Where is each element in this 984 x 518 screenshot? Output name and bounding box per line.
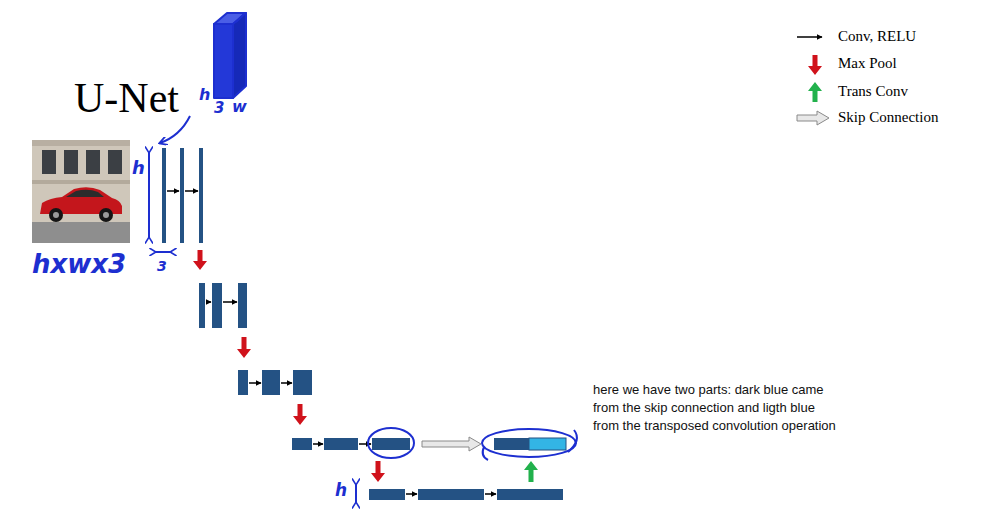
window xyxy=(64,150,78,174)
volume-front xyxy=(214,24,233,98)
conv-arrow xyxy=(185,190,198,192)
diagram-title: U-Net xyxy=(74,74,179,122)
volume-side xyxy=(233,13,246,98)
road xyxy=(32,222,130,243)
legend-maxpool-sample xyxy=(808,55,822,75)
window xyxy=(86,150,100,174)
feature-map xyxy=(199,148,203,243)
block-arrows xyxy=(193,250,538,482)
hub xyxy=(103,212,109,218)
feature-map xyxy=(494,438,529,450)
height-arrow xyxy=(355,484,357,503)
conv-arrow xyxy=(206,301,211,303)
height-arrow xyxy=(148,152,150,238)
conv-arrows xyxy=(167,191,496,494)
dimension-label: h xyxy=(335,481,347,501)
car-window xyxy=(66,190,104,197)
conv-arrow xyxy=(359,443,371,445)
legend-label: Trans Conv xyxy=(838,83,908,100)
feature-map xyxy=(497,489,563,500)
legend-label: Skip Connection xyxy=(838,109,938,126)
building-facade xyxy=(32,140,130,243)
window xyxy=(108,150,122,174)
feature-map xyxy=(212,283,222,328)
conv-arrow xyxy=(249,382,261,384)
input-volume-sketch xyxy=(214,13,246,98)
maxpool-arrow xyxy=(237,337,251,358)
skip-arrow xyxy=(422,437,481,451)
dimension-label: h xyxy=(132,158,145,179)
conv-arrow xyxy=(281,382,292,384)
dimension-label: 3 xyxy=(157,258,167,274)
hand-circle xyxy=(368,428,414,458)
shape-annotation: hxwx3 xyxy=(32,250,126,280)
feature-maps xyxy=(162,148,563,500)
maxpool-arrow xyxy=(193,250,207,270)
dimension-label: w xyxy=(232,98,247,116)
conv-arrow xyxy=(223,301,237,303)
dimension-label: h xyxy=(199,86,210,104)
hand-circle xyxy=(482,429,576,457)
conv-arrow xyxy=(406,493,417,495)
conv-arrow xyxy=(313,443,323,445)
feature-map xyxy=(369,489,405,500)
feature-map xyxy=(262,370,280,395)
maxpool-arrow xyxy=(371,461,385,482)
volume-stroke xyxy=(236,14,244,22)
legend-label: Max Pool xyxy=(838,55,897,72)
car-photo xyxy=(32,140,130,243)
cornice xyxy=(32,140,130,146)
feature-map xyxy=(324,438,358,450)
maxpool-arrow xyxy=(293,404,307,425)
legend-conv-sample xyxy=(797,36,822,38)
hand-stroke xyxy=(568,430,577,452)
wheel xyxy=(99,208,113,222)
legend-skip-sample xyxy=(797,111,829,125)
dimension-label: 3 xyxy=(214,100,224,117)
window xyxy=(42,150,56,174)
ledge xyxy=(32,180,130,184)
feature-map xyxy=(292,438,312,450)
feature-map xyxy=(238,283,247,328)
depth-arrow xyxy=(155,251,171,253)
feature-map xyxy=(293,370,312,395)
legend-transconv-sample xyxy=(808,82,822,102)
wheel xyxy=(49,208,63,222)
feature-map xyxy=(418,489,484,500)
hub xyxy=(53,212,59,218)
upsampled-map xyxy=(529,438,566,450)
note-text: here we have two parts: dark blue came f… xyxy=(593,381,841,436)
legend-label: Conv, RELU xyxy=(838,28,916,45)
conv-arrow xyxy=(167,190,179,192)
feature-map xyxy=(238,370,248,395)
conv-arrow xyxy=(485,493,496,495)
hand-stroke xyxy=(483,447,488,460)
legend-samples xyxy=(797,37,829,125)
feature-map xyxy=(162,148,166,243)
transconv-arrow xyxy=(524,461,538,482)
feature-map xyxy=(372,438,410,450)
feature-map xyxy=(199,283,205,328)
feature-map xyxy=(180,148,184,243)
